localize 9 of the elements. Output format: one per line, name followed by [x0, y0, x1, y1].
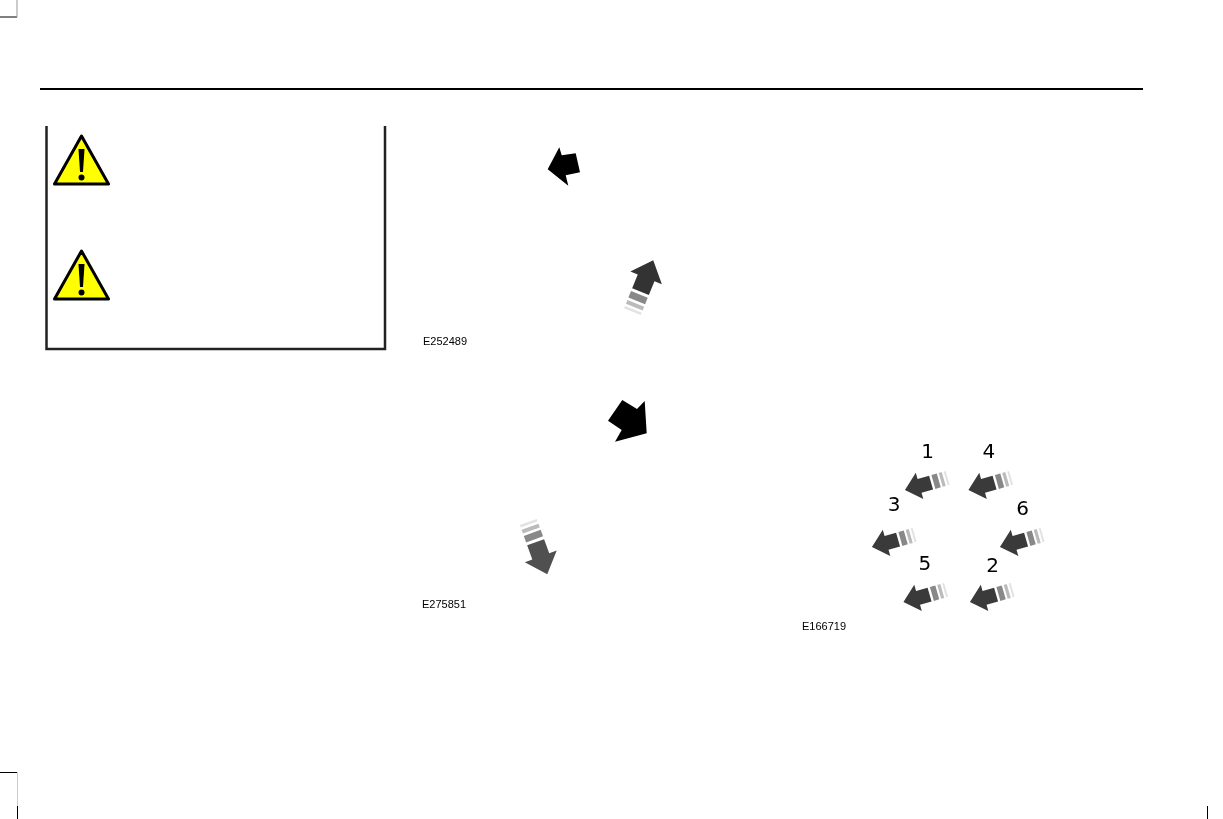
- callout-number: 1: [921, 441, 934, 462]
- figure-code: E166719: [802, 621, 847, 632]
- callout-number: 3: [887, 493, 901, 514]
- callout-number: 6: [1016, 497, 1029, 518]
- callout-number: 5: [918, 553, 932, 574]
- callout-number: 2: [986, 555, 999, 576]
- figure-code: E275851: [422, 599, 467, 610]
- callout-number: 4: [982, 441, 996, 462]
- figure-code: E252489: [423, 336, 468, 347]
